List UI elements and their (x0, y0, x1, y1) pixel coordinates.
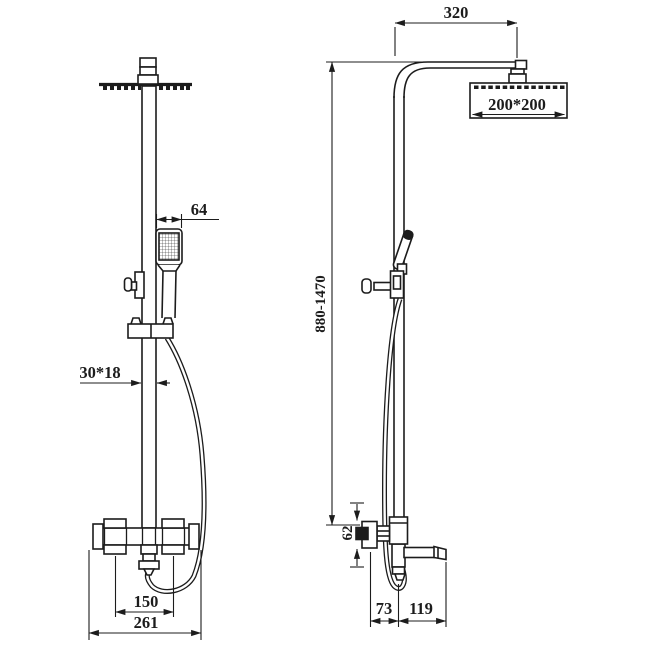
front-diverter-outlet (138, 544, 160, 576)
dim-label-150: 150 (134, 592, 159, 611)
side-slider-clamp (361, 270, 405, 299)
dim-label-320: 320 (444, 3, 469, 22)
mixer-body (388, 516, 409, 545)
side-overhead-shower: 200*200 (469, 82, 568, 119)
dim-hand-shower-width: 64 (155, 200, 219, 228)
spout-drop (391, 543, 406, 568)
dim-label-30x18: 30*18 (79, 363, 120, 382)
dim-handle-spacing: 150 (114, 556, 175, 617)
front-mixer-valve (92, 518, 200, 576)
head-top-dots (474, 85, 565, 89)
head-connector-nut (508, 68, 527, 84)
mixer-end-cap-left (92, 523, 104, 550)
dim-mixer-body-height: 62 (340, 502, 364, 568)
mixer-handle-left (103, 518, 127, 529)
front-handset-holder (127, 317, 174, 339)
dim-label-880-1470: 880-1470 (313, 275, 329, 333)
side-view: 200*200 320 880-1470 (313, 3, 568, 627)
front-riser-pipe (141, 85, 157, 529)
dim-label-64: 64 (191, 200, 208, 219)
dim-arm-length: 320 (394, 3, 518, 58)
dim-label-119: 119 (409, 599, 433, 618)
tub-spout (403, 545, 447, 561)
front-slider-clamp (123, 271, 145, 299)
dim-mixer-width: 261 (88, 550, 202, 640)
dim-head-size: 200*200 (472, 95, 565, 118)
dim-label-200x200: 200*200 (488, 95, 546, 114)
mixer-hex-nut (376, 525, 391, 542)
mixer-handle-right (161, 518, 185, 529)
mixer-end-cap-right (188, 523, 200, 550)
side-riser-pipe (393, 96, 405, 520)
front-view: 64 30*18 150 261 (79, 57, 219, 640)
hose-nut (391, 566, 406, 575)
dim-label-73: 73 (376, 599, 393, 618)
dim-pipe-section: 30*18 (79, 363, 170, 387)
front-top-connector (137, 57, 159, 85)
dim-label-62: 62 (340, 526, 356, 541)
front-hand-shower (155, 228, 183, 319)
side-gooseneck-arm (393, 59, 528, 99)
dim-height-range: 880-1470 (313, 61, 422, 526)
spray-nozzles (103, 86, 190, 90)
side-hand-shower (392, 229, 414, 275)
dim-spout-offsets: 73 119 (369, 552, 447, 627)
mixer-knob (355, 526, 369, 541)
side-mixer-valve (355, 516, 447, 581)
dim-label-261: 261 (134, 613, 159, 632)
